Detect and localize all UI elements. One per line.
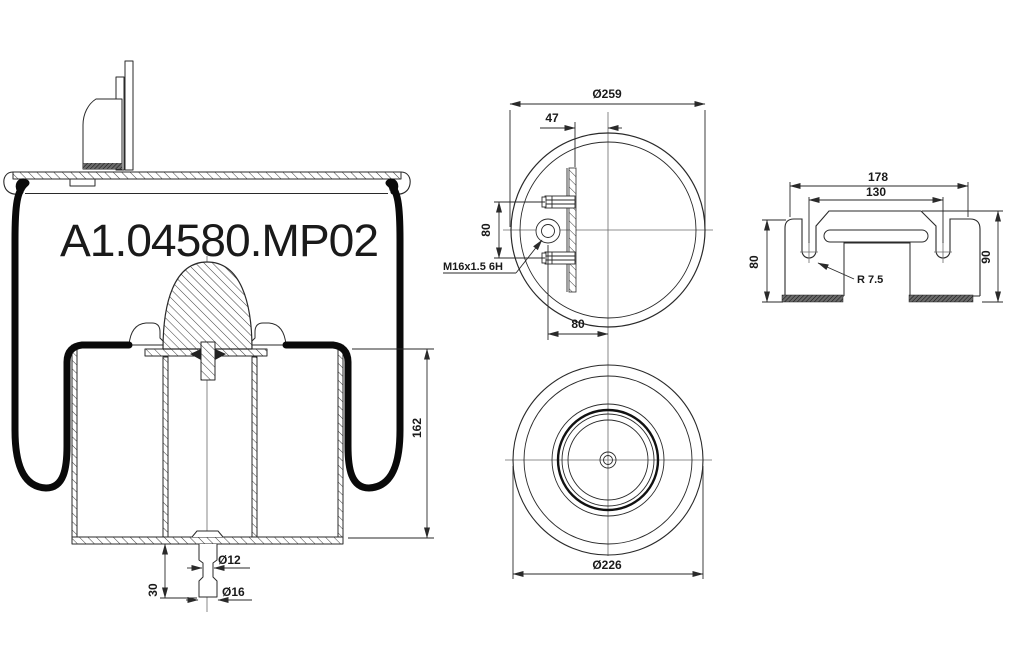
dim-90-label: 90	[979, 250, 993, 264]
bottom-view: Ø226	[505, 364, 712, 579]
flange-step-left	[128, 322, 165, 349]
bottom-stud	[198, 544, 218, 598]
top-plate-band	[12, 171, 402, 180]
bracket-view: 178 130 80 90 R 7.5	[747, 170, 1003, 303]
dim-port-center: 80	[547, 245, 609, 340]
dim-80-bracket-label: 80	[747, 255, 761, 269]
piston-circle-4	[561, 413, 655, 507]
mount-bracket	[82, 60, 134, 171]
thread-label: M16x1.5 6H	[443, 261, 503, 273]
dim-d226-label: Ø226	[592, 558, 622, 572]
section-view: A1.04580.MP02 162 Ø12 Ø16 30	[3, 60, 434, 612]
piston-wall-left	[71, 344, 78, 538]
dim-front-height: 80	[747, 219, 786, 303]
piston-bottom-plate	[71, 536, 344, 545]
piston-bottom-boss	[191, 530, 224, 538]
bolt-wing-left	[190, 349, 201, 360]
air-port-outer	[535, 218, 561, 244]
piston-circle-2	[523, 375, 693, 545]
top-view: Ø259 47 80 80 M16x1.5 6H	[443, 87, 713, 556]
dim-assembly-height: 162	[348, 348, 434, 539]
dim-178-label: 178	[868, 170, 888, 184]
dim-plate-dia: Ø259	[509, 87, 706, 233]
piston-inner-tube-left	[162, 356, 169, 538]
piston-circle-3	[551, 403, 665, 517]
bellows-right	[282, 179, 404, 492]
dim-slot-pitch: 130	[808, 185, 944, 243]
slot-center-marks	[800, 242, 952, 263]
top-plate-clip	[69, 178, 96, 187]
dim-130-label: 130	[866, 185, 886, 199]
bumper-dome	[162, 261, 253, 350]
flange-step-right	[250, 322, 287, 349]
bracket-leg-inner	[843, 242, 911, 296]
air-port-inner	[541, 224, 555, 238]
thread-callout: M16x1.5 6H	[443, 239, 543, 274]
dim-stud-pitch: 80	[479, 201, 545, 259]
piston-inner-tube-right	[251, 356, 258, 538]
bracket-plate-front	[124, 60, 134, 171]
piston-bead-ring	[556, 408, 660, 512]
dim-d16-label: Ø16	[222, 585, 245, 599]
dim-30-label: 30	[146, 583, 160, 597]
stud-top-1	[541, 195, 576, 209]
bellows-left	[11, 179, 133, 492]
bracket-slot-horizontal	[823, 229, 929, 243]
stud-top-2	[541, 251, 576, 265]
dim-piston-dia: Ø226	[512, 466, 704, 579]
dim-162-label: 162	[410, 418, 424, 438]
piston	[71, 261, 344, 598]
dim-80v-label: 80	[479, 223, 493, 237]
piston-wall-right	[337, 344, 344, 538]
dim-rear-height: 90	[922, 210, 1003, 303]
dim-stud-length: 30	[146, 543, 199, 599]
bracket-base-pad	[83, 163, 122, 169]
bracket-body	[82, 98, 123, 170]
part-number-label: A1.04580.MP02	[60, 215, 378, 266]
dim-stud-tip: Ø16	[186, 585, 252, 603]
flange-strip	[568, 167, 577, 293]
plate-curl-right	[389, 171, 411, 195]
center-bolt	[200, 341, 216, 381]
dim-d12-label: Ø12	[218, 553, 241, 567]
piston-outer-circle	[512, 364, 704, 556]
stud-circle-outer	[599, 451, 617, 469]
bolt-wing-right	[215, 349, 226, 360]
bracket-foot-right	[908, 294, 974, 303]
dim-80h-label: 80	[571, 317, 585, 331]
dim-port-offset: 47	[540, 111, 622, 167]
dim-d259-label: Ø259	[592, 87, 622, 101]
piston-circle-5	[567, 419, 649, 501]
stud-circle-inner	[603, 455, 613, 465]
dim-r75-label: R 7.5	[857, 274, 883, 286]
dim-stud-shaft: Ø12	[187, 553, 250, 571]
dim-47-label: 47	[545, 111, 559, 125]
bracket-foot-left	[781, 294, 844, 303]
top-plate-inner-circle	[519, 141, 697, 319]
slot-radius-callout: R 7.5	[817, 262, 883, 286]
